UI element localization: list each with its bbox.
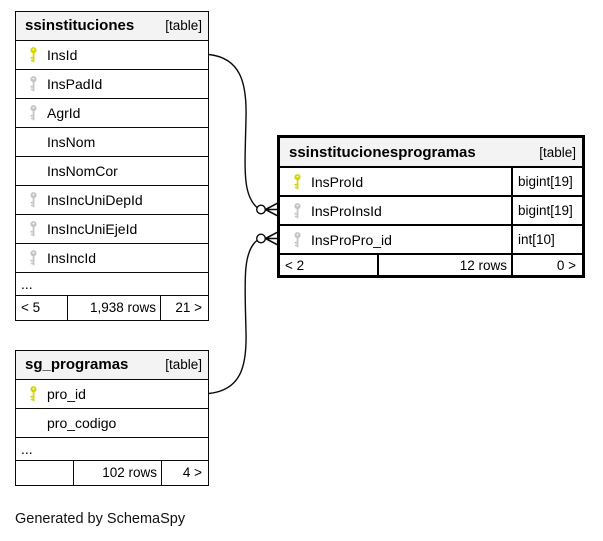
column-name: InsProId <box>311 173 364 190</box>
column-name: InsIncUniEjeId <box>47 220 138 237</box>
footer-row-count: 12 rows <box>377 255 511 275</box>
column-name: AgrId <box>47 104 81 121</box>
foreign-key-icon <box>293 231 311 248</box>
column-name: InsPadId <box>47 75 103 92</box>
primary-key-icon <box>29 46 47 63</box>
footer-left-count: < 5 <box>21 300 41 315</box>
table-tag: [table] <box>165 18 202 34</box>
column-row: InsIncUniEjeId <box>16 213 208 243</box>
foreign-key-icon <box>29 75 47 92</box>
column-name: pro_id <box>47 385 86 402</box>
foreign-key-icon <box>29 104 47 121</box>
column-row: InsId <box>16 39 208 69</box>
column-name: InsIncUniDepId <box>47 191 143 208</box>
table-ssinstitucionesprogramas: ssinstitucionesprogramas [table] InsProI… <box>277 135 585 278</box>
table-title[interactable]: ssinstitucionesprogramas <box>289 143 476 161</box>
primary-key-icon <box>29 385 47 402</box>
footer-left-count: < 2 <box>285 257 305 273</box>
table-header: sg_programas [table] <box>16 351 208 379</box>
column-row: InsProPro_id int[10] <box>280 224 582 253</box>
column-row: InsPadId <box>16 68 208 98</box>
column-row: InsProId bigint[19] <box>280 166 582 195</box>
table-footer: 102 rows 4 > <box>16 459 208 485</box>
footer-right-count: 21 > <box>160 295 208 320</box>
zero-cardinality-circle-icon <box>256 233 267 244</box>
column-name: InsId <box>47 46 78 63</box>
hidden-columns-ellipsis: ... <box>16 436 208 460</box>
table-tag: [table] <box>539 144 576 160</box>
column-name: InsNomCor <box>47 162 118 179</box>
column-row: InsNomCor <box>16 155 208 185</box>
column-type: int[10] <box>511 226 582 253</box>
column-row: InsIncId <box>16 242 208 272</box>
column-row: InsProInsId bigint[19] <box>280 195 582 224</box>
table-header: ssinstituciones [table] <box>16 12 208 40</box>
table-footer: < 2 12 rows 0 > <box>280 253 582 275</box>
table-footer: < 5 1,938 rows 21 > <box>16 294 208 320</box>
footer-row-count: 102 rows <box>73 460 161 485</box>
table-sg-programas: sg_programas [table] pro_id pro_codigo .… <box>15 350 209 486</box>
footer-right-count: 0 > <box>511 255 582 275</box>
primary-key-icon <box>293 173 311 190</box>
foreign-key-icon <box>29 191 47 208</box>
footer-left-count <box>16 461 73 485</box>
column-name: pro_codigo <box>47 414 117 431</box>
column-type: bigint[19] <box>511 168 582 195</box>
foreign-key-icon <box>293 202 311 219</box>
column-name: InsIncId <box>47 249 97 266</box>
column-name: InsNom <box>47 133 96 150</box>
footer-right-count: 4 > <box>161 460 208 485</box>
crow-foot-icon <box>265 231 278 246</box>
hidden-columns-ellipsis: ... <box>16 271 208 295</box>
column-type: bigint[19] <box>511 197 582 224</box>
footer-row-count: 1,938 rows <box>67 295 160 320</box>
generated-by-credit: Generated by SchemaSpy <box>15 511 186 527</box>
column-row: AgrId <box>16 97 208 127</box>
crow-foot-icon <box>265 202 278 217</box>
table-tag: [table] <box>165 357 202 373</box>
table-title[interactable]: sg_programas <box>25 356 129 374</box>
connector-proid-to-inspropro-id <box>208 239 258 395</box>
column-row: InsNom <box>16 126 208 156</box>
foreign-key-icon <box>29 249 47 266</box>
zero-cardinality-circle-icon <box>256 204 267 215</box>
table-ssinstituciones: ssinstituciones [table] InsId InsPadId A… <box>15 11 209 321</box>
foreign-key-icon <box>29 220 47 237</box>
connector-insid-to-insproinsid <box>208 53 258 209</box>
column-name: InsProPro_id <box>311 231 392 248</box>
column-row: InsIncUniDepId <box>16 184 208 214</box>
table-title[interactable]: ssinstituciones <box>25 17 135 35</box>
column-name: InsProInsId <box>311 202 382 219</box>
column-row: pro_codigo <box>16 407 208 437</box>
table-header: ssinstitucionesprogramas [table] <box>280 138 582 166</box>
column-row: pro_id <box>16 378 208 408</box>
